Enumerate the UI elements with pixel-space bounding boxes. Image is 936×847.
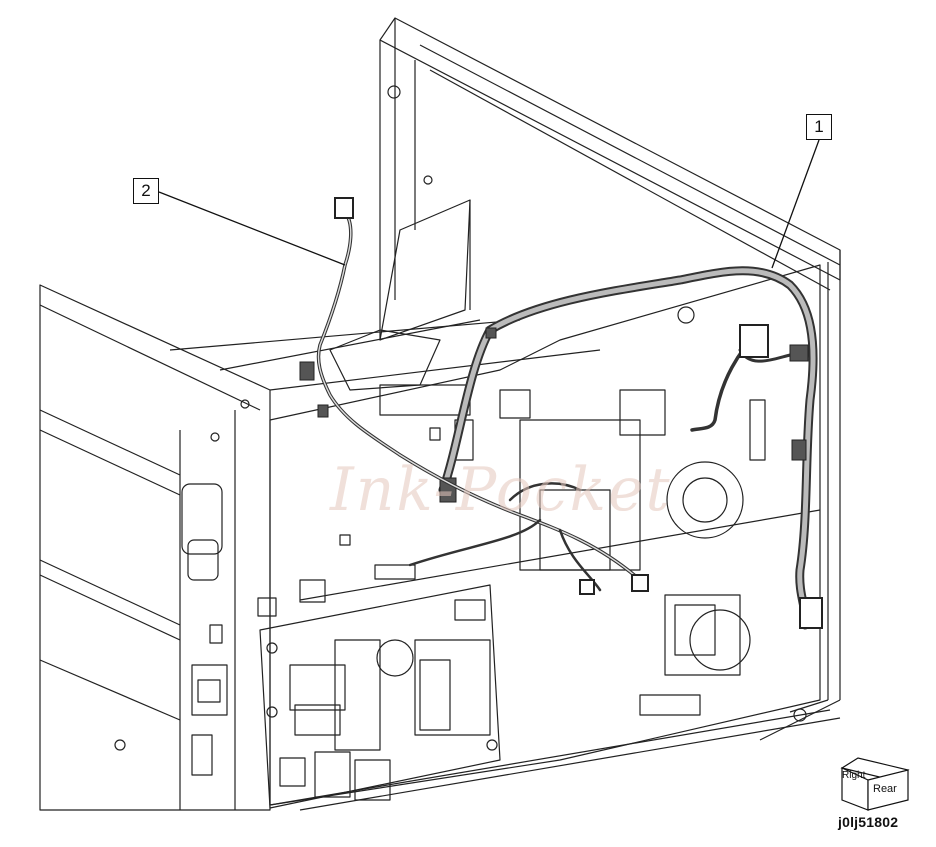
- wire-harness-1: [438, 266, 823, 630]
- orientation-rear-label: Rear: [873, 783, 897, 795]
- callout-2: 2: [133, 178, 159, 204]
- base-frame: [269, 694, 841, 811]
- right-frame: [759, 250, 841, 741]
- leader-line-1: [771, 139, 820, 269]
- leader-line-2: [158, 191, 346, 266]
- orientation-cube: [840, 757, 910, 811]
- power-supply-board: [259, 584, 501, 809]
- watermark: Ink-Pocket: [330, 455, 672, 525]
- left-frame: [39, 284, 271, 811]
- orientation-right-label: Right: [842, 770, 866, 781]
- callout-1: 1: [806, 114, 832, 140]
- wire-harness-2: [299, 197, 649, 595]
- figure-id: j0lj51802: [838, 814, 899, 830]
- top-deck: [169, 319, 601, 416]
